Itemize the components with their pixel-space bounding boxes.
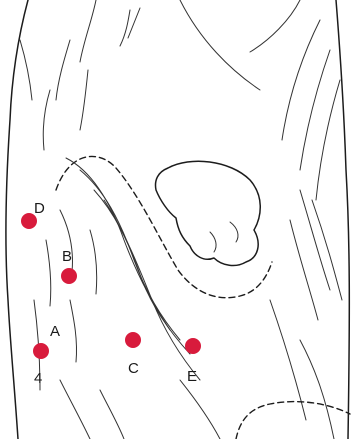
point-e-marker [185,338,201,354]
thigh-line-9 [250,0,300,52]
thigh-line-12 [316,80,340,200]
point-c-label: C [128,360,139,377]
point-c-marker [125,332,141,348]
thigh-line-5 [80,70,88,130]
thigh-line-8 [180,0,260,90]
extra-glyph-label: 4 [34,370,42,387]
point-b-label: B [62,248,72,265]
point-a-marker [33,343,49,359]
tendon-3 [94,190,190,354]
thigh-line-6 [43,90,50,150]
thigh-line-1 [80,0,96,62]
tendon-11 [100,390,124,439]
tendon-8 [70,300,77,362]
point-b-marker [61,268,77,284]
thigh-line-2 [120,10,130,46]
patella-detail-2 [210,232,216,252]
tendon-10 [60,380,90,439]
right-muscle-5 [300,340,334,439]
point-a-label: A [50,323,60,340]
patella-outline [156,161,261,265]
point-e-label: E [187,368,197,385]
thigh-line-4 [56,40,70,100]
patella-detail-1 [230,222,238,242]
thigh-line-7 [20,40,32,100]
point-d-label: D [34,200,45,217]
tendon-6 [90,230,97,294]
thigh-line-11 [300,50,330,170]
right-muscle-2 [290,220,318,320]
tendon-12 [180,380,220,439]
right-outer-contour [336,0,349,439]
tendon-7 [46,240,51,306]
thigh-line-10 [282,20,320,140]
tendon-4 [104,200,200,380]
right-muscle-3 [312,200,342,300]
